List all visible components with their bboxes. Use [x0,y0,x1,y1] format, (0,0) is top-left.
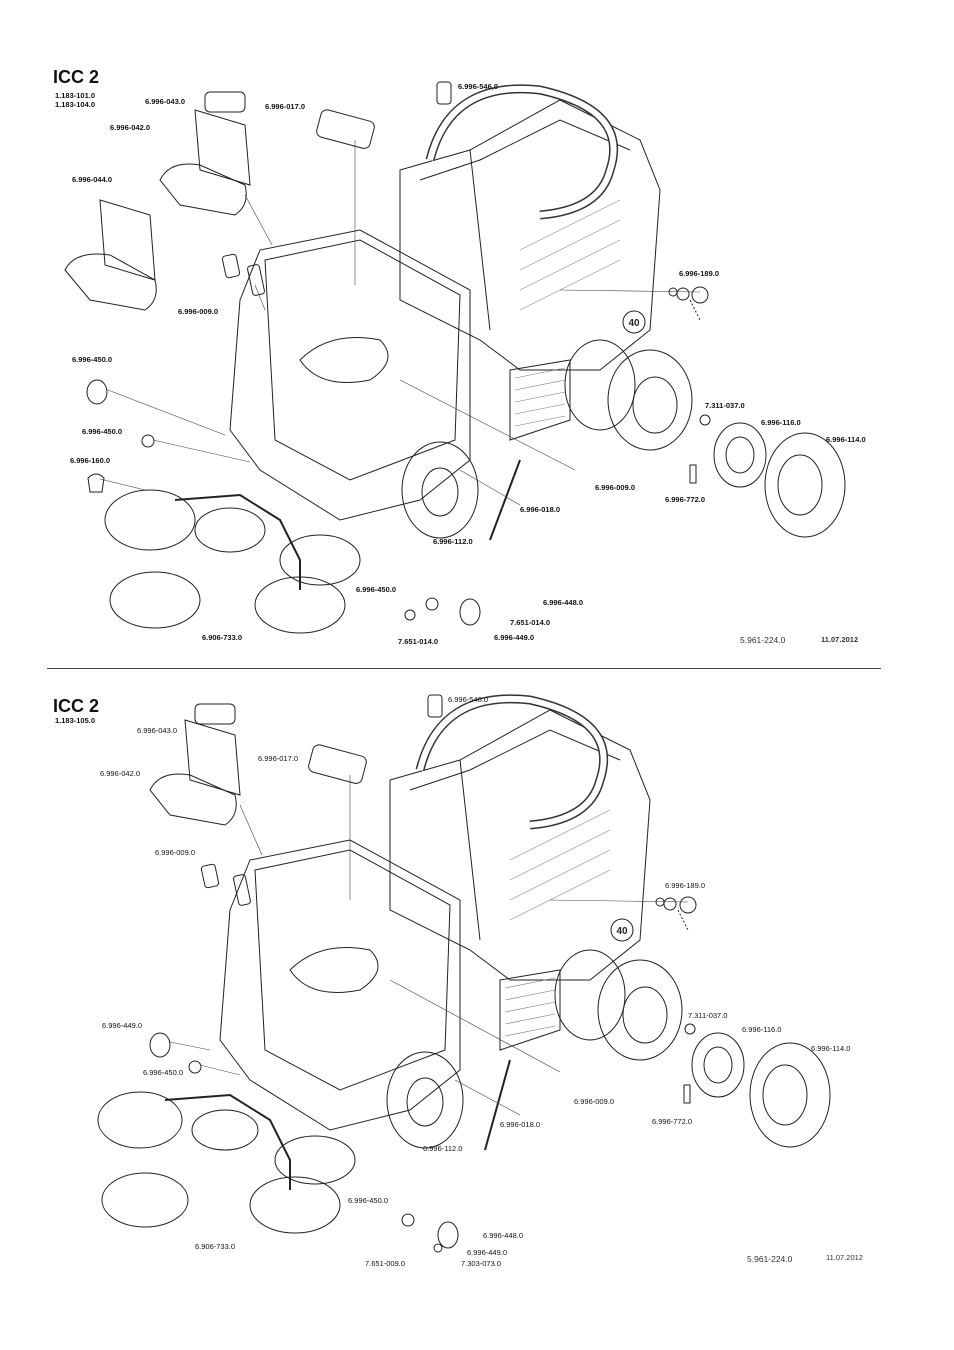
part-label-lamp-rear-top: 6.996-449.0 [102,1021,143,1030]
part-label-bulb-holder: 6.996-448.0 [543,598,584,607]
part-label-work-light: 6.996-160.0 [70,456,111,465]
part-label-plug-socket: 6.996-189.0 [665,881,706,890]
part-label-side-brush: 6.906-733.0 [202,633,243,642]
speed-badge-text: 40 [628,318,640,329]
part-label-beacon: 6.996-546.0 [448,695,489,704]
part-label-wheel-nut: 7.311-037.0 [688,1011,728,1020]
part-label-interior-mirror: 6.996-017.0 [265,102,306,111]
sheet-title: ICC 2 [53,67,100,87]
part-label-bulb: 7.651-014.0 [398,637,439,646]
part-label-wiper: 6.996-018.0 [500,1120,541,1129]
part-label-seat-basic: 6.996-042.0 [110,123,151,132]
vehicle-exploded-drawing-2: 40 [97,694,831,1253]
part-label-side-mirror-left: 6.996-009.0 [178,307,219,316]
part-label-rim: 6.996-116.0 [742,1025,782,1034]
part-label-indicator: 6.996-450.0 [82,427,123,436]
sheet-2: 40 ICC 2 1.183-105.0 6.996-043.0 6.996-0… [0,680,954,1320]
document-number: 5.961-224.0 [740,635,786,645]
part-label-side-mirror-left: 6.996-009.0 [155,848,196,857]
part-label-beacon: 6.996-546,0 [458,82,499,91]
part-label-valve: 6.996-772.0 [665,495,706,504]
part-label-lamp-rear: 6.996-449.0 [467,1248,508,1257]
part-label-side-brush: 6.906-733.0 [195,1242,236,1251]
part-label-headrest: 6.996-043.0 [145,97,186,106]
part-label-interior-mirror: 6.996-017.0 [258,754,299,763]
part-label-rim: 6.996-116.0 [761,418,801,427]
part-label-side-mirror-right: 6.996-009.0 [595,483,636,492]
part-label-plug-socket: 6.996-189.0 [679,269,720,278]
part-label-wheel-nut: 7.311-037.0 [705,401,745,410]
part-label-lamp-rear: 6.996-449.0 [494,633,535,642]
part-label-fuse: 6.996-112.0 [423,1144,463,1153]
document-date: 11.07.2012 [821,635,859,644]
part-label-seat-comfort: 6.996-044.0 [72,175,113,184]
part-label-indicator: 6.996-450.0 [143,1068,184,1077]
part-label-lamp-front: 6.996-450.0 [356,585,397,594]
part-label-tyre: 6.996-114.0 [826,435,866,444]
model-number: 1.183-101.0 [55,91,96,100]
part-label-tyre: 6.996-114.0 [811,1044,851,1053]
part-label-valve: 6.996-772.0 [652,1117,693,1126]
part-label-bulb: 7.651-014.0 [510,618,551,627]
vehicle-exploded-drawing-1: 40 [64,81,846,634]
speed-badge-text: 40 [616,926,628,937]
sheet-title: ICC 2 [53,696,100,716]
part-label-wiper: 6.996-018.0 [520,505,561,514]
part-label-side-mirror-right: 6.996-009.0 [574,1097,615,1106]
part-label-bulb-holder: 6.996-448.0 [483,1231,524,1240]
model-number: 1.183-105.0 [55,716,96,725]
sheet-divider [47,668,881,669]
part-label-bulb: 7.651-009.0 [365,1259,406,1268]
document-date: 11.07.2012 [826,1253,863,1262]
part-label-bulb-c: 7.303-073.0 [461,1259,502,1268]
part-label-headlight: 6.996-450.0 [72,355,113,364]
part-label-headrest: 6.996-043.0 [137,726,178,735]
part-label-lamp-front: 6.996-450.0 [348,1196,389,1205]
model-number: 1.183-104.0 [55,100,96,109]
part-label-fuse: 6.996-112.0 [433,537,473,546]
sheet-1: 40 ICC 2 1.183-101.0 1.183-104.0 6.996-0… [0,0,954,646]
part-label-seat-basic: 6.996-042.0 [100,769,141,778]
document-number: 5.961-224.0 [747,1254,793,1264]
